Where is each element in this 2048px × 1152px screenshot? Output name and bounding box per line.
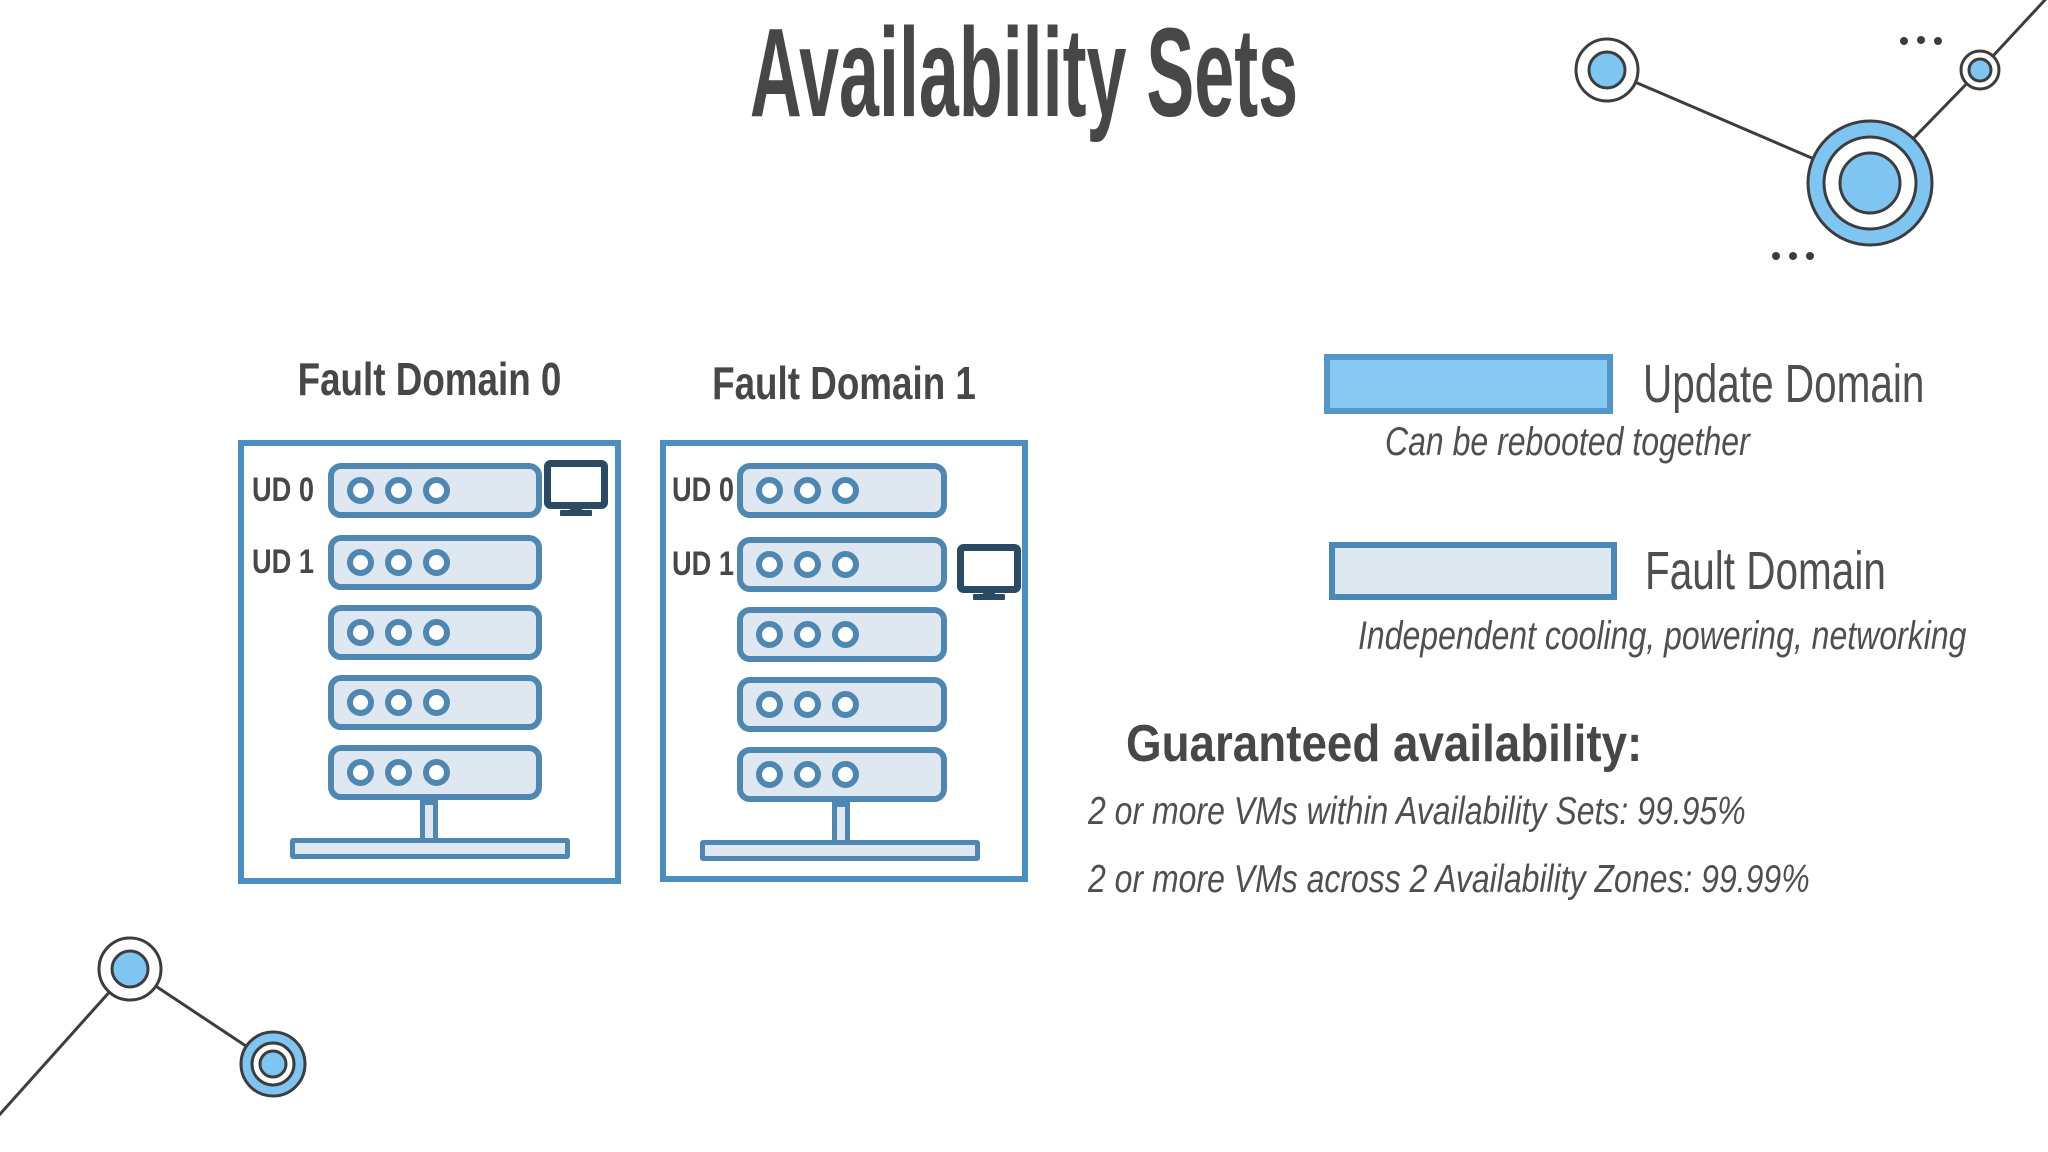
led-dot-icon <box>423 477 450 504</box>
led-dot-icon <box>756 621 783 648</box>
ud-1-label: UD 1 <box>252 543 314 581</box>
monitor-icon <box>544 460 608 516</box>
led-dot-icon <box>832 621 859 648</box>
server-unit <box>328 535 542 590</box>
update-domain-label: Update Domain <box>1643 354 1925 414</box>
led-dot-icon <box>423 689 450 716</box>
led-dot-icon <box>794 477 821 504</box>
server-unit <box>737 677 947 732</box>
led-dot-icon <box>756 761 783 788</box>
fault-domain-0-rack: UD 0 UD 1 <box>238 440 621 884</box>
led-dot-icon <box>423 759 450 786</box>
server-unit <box>328 675 542 730</box>
server-unit <box>328 745 542 800</box>
server-unit <box>737 607 947 662</box>
led-dot-icon <box>794 551 821 578</box>
ud-1-label: UD 1 <box>672 545 734 583</box>
fault-domain-1-rack: UD 0 UD 1 <box>660 440 1028 882</box>
rack-stand-base <box>700 840 980 861</box>
fault-domain-1-heading: Fault Domain 1 <box>712 357 976 409</box>
ud-0-label: UD 0 <box>252 471 314 509</box>
led-dot-icon <box>794 761 821 788</box>
led-dot-icon <box>794 691 821 718</box>
server-unit <box>737 747 947 802</box>
led-dot-icon <box>347 759 374 786</box>
rack-stand-stem <box>420 800 438 840</box>
availability-sets-sla-line: 2 or more VMs within Availability Sets: … <box>1088 790 1746 833</box>
server-unit <box>328 605 542 660</box>
led-dot-icon <box>832 691 859 718</box>
led-dot-icon <box>423 549 450 576</box>
fault-domain-label: Fault Domain <box>1645 541 1886 601</box>
fault-domain-caption: Independent cooling, powering, networkin… <box>1358 614 1967 658</box>
server-unit <box>737 463 947 518</box>
rack-stand-base <box>290 838 570 859</box>
led-dot-icon <box>347 689 374 716</box>
fault-domain-swatch <box>1329 542 1617 600</box>
led-dot-icon <box>832 761 859 788</box>
led-dot-icon <box>347 549 374 576</box>
led-dot-icon <box>385 689 412 716</box>
led-dot-icon <box>756 551 783 578</box>
led-dot-icon <box>794 621 821 648</box>
led-dot-icon <box>347 619 374 646</box>
led-dot-icon <box>832 477 859 504</box>
monitor-icon <box>957 544 1021 600</box>
led-dot-icon <box>423 619 450 646</box>
guaranteed-availability-heading: Guaranteed availability: <box>1126 715 1643 773</box>
led-dot-icon <box>756 691 783 718</box>
led-dot-icon <box>756 477 783 504</box>
page-title: Availability Sets <box>749 2 1299 143</box>
update-domain-caption: Can be rebooted together <box>1385 420 1750 464</box>
rack-stand-stem <box>832 802 850 840</box>
led-dot-icon <box>832 551 859 578</box>
led-dot-icon <box>385 619 412 646</box>
led-dot-icon <box>347 477 374 504</box>
availability-zones-sla-line: 2 or more VMs across 2 Availability Zone… <box>1088 858 1810 901</box>
led-dot-icon <box>385 759 412 786</box>
update-domain-swatch <box>1324 354 1613 414</box>
led-dot-icon <box>385 549 412 576</box>
led-dot-icon <box>385 477 412 504</box>
ud-0-label: UD 0 <box>672 471 734 509</box>
fault-domain-0-heading: Fault Domain 0 <box>297 353 562 405</box>
server-unit <box>328 463 542 518</box>
server-unit <box>737 537 947 592</box>
